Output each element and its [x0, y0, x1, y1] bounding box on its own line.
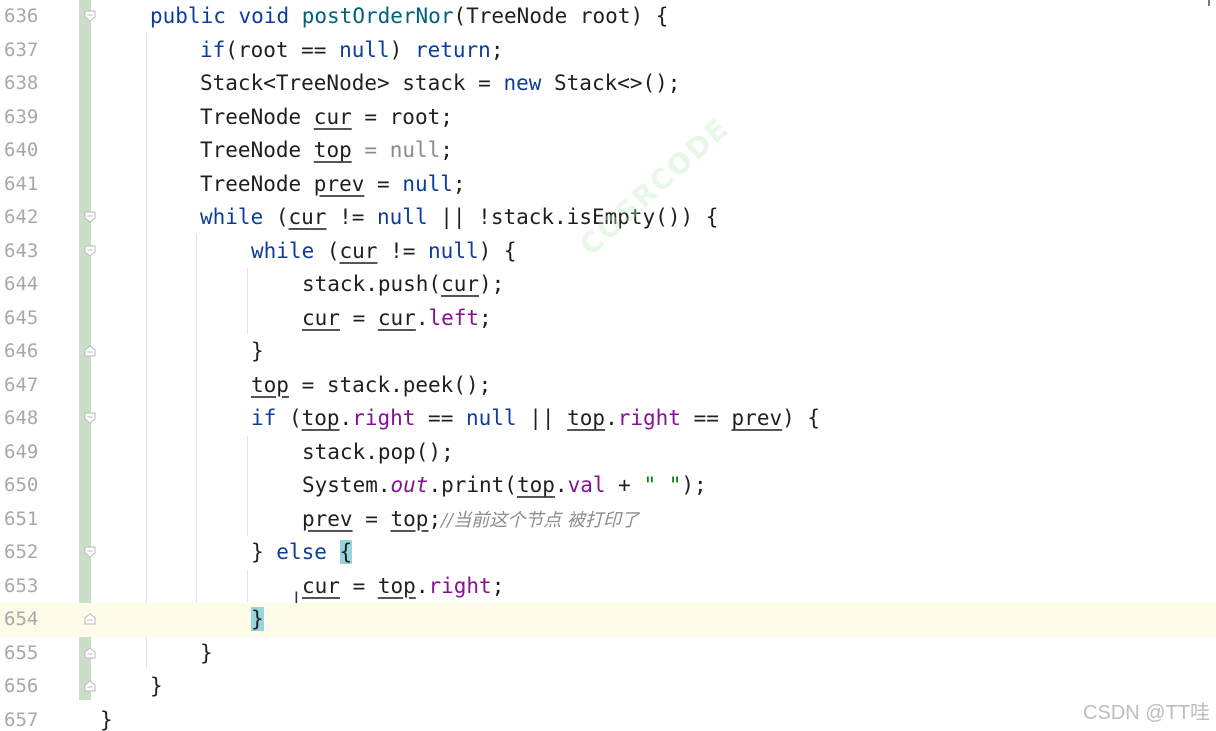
- code-text: prev = top;//当前这个节点 被打印了: [302, 506, 639, 531]
- indent-guide: [247, 570, 248, 602]
- current-code-line[interactable]: 654 }: [0, 603, 1216, 637]
- code-text: stack.pop();: [302, 439, 454, 464]
- code-text: }: [251, 603, 264, 637]
- code-text: cur = cur.left;: [302, 305, 492, 330]
- line-number: 641: [4, 172, 39, 195]
- indent-guide: [146, 33, 147, 669]
- line-number: 647: [4, 373, 39, 396]
- code-line[interactable]: 648 if (top.right == null || top.right =…: [0, 402, 1216, 436]
- indent-guide: [247, 436, 248, 536]
- code-line[interactable]: 653 cur = top.right;: [0, 570, 1216, 604]
- fold-collapse-icon[interactable]: [84, 412, 96, 424]
- line-number: 652: [4, 541, 39, 563]
- code-text: top = stack.peek();: [251, 372, 492, 397]
- line-number: 645: [4, 306, 39, 329]
- code-line[interactable]: 646 }: [0, 335, 1216, 369]
- line-number: 654: [4, 608, 39, 630]
- code-line[interactable]: 650 System.out.print(top.val + " ");: [0, 469, 1216, 503]
- indent-guide: [196, 234, 197, 634]
- code-text: TreeNode cur = root;: [200, 104, 453, 129]
- string-literal: " ": [643, 473, 682, 497]
- code-line[interactable]: 637 if(root == null) return;: [0, 34, 1216, 68]
- fold-collapse-icon[interactable]: [84, 211, 96, 223]
- code-text: Stack<TreeNode> stack = new Stack<>();: [200, 71, 681, 95]
- code-line[interactable]: 640 TreeNode top = null;: [0, 134, 1216, 168]
- line-number: 644: [4, 273, 39, 295]
- code-text: } else {: [251, 540, 353, 564]
- line-number: 646: [4, 340, 39, 362]
- line-number: 648: [4, 407, 39, 429]
- line-number: 649: [4, 440, 39, 463]
- fold-collapse-icon[interactable]: [84, 245, 96, 257]
- line-number: 642: [4, 206, 39, 228]
- code-comment: //当前这个节点 被打印了: [441, 509, 639, 531]
- csdn-watermark: CSDN @TT哇: [1083, 702, 1210, 724]
- code-line[interactable]: 649 stack.pop();: [0, 436, 1216, 470]
- code-text: while (cur != null) {: [251, 238, 517, 263]
- line-number: 655: [4, 641, 39, 664]
- fold-collapse-icon[interactable]: [84, 10, 96, 22]
- code-text: TreeNode prev = null;: [200, 171, 466, 196]
- code-line[interactable]: 636 public void postOrderNor(TreeNode ro…: [0, 0, 1216, 34]
- line-number: 637: [4, 38, 39, 61]
- fold-expand-icon[interactable]: [84, 646, 96, 659]
- line-number: 643: [4, 239, 39, 262]
- line-number: 650: [4, 474, 39, 496]
- indent-guide: [247, 268, 248, 334]
- line-number: 651: [4, 507, 39, 530]
- code-line[interactable]: 657 }: [0, 704, 1216, 731]
- fold-expand-icon[interactable]: [84, 345, 96, 357]
- code-line[interactable]: 639 TreeNode cur = root;: [0, 101, 1216, 135]
- code-line[interactable]: 645 cur = cur.left;: [0, 302, 1216, 336]
- fold-expand-icon[interactable]: [84, 680, 96, 692]
- line-number: 636: [4, 5, 39, 27]
- line-number: 657: [4, 708, 39, 731]
- matched-brace: }: [251, 607, 264, 631]
- line-number: 639: [4, 105, 39, 128]
- code-line[interactable]: 641 TreeNode prev = null;: [0, 168, 1216, 202]
- code-line[interactable]: 644 stack.push(cur);: [0, 268, 1216, 302]
- code-text: }: [251, 339, 264, 363]
- matched-brace: {: [339, 540, 353, 564]
- code-text: while (cur != null || !stack.isEmpty()) …: [200, 205, 719, 229]
- code-line[interactable]: 652 } else {: [0, 536, 1216, 570]
- fold-expand-icon[interactable]: [84, 613, 96, 625]
- code-line[interactable]: 642 while (cur != null || !stack.isEmpty…: [0, 201, 1216, 235]
- fold-collapse-icon[interactable]: [84, 546, 96, 558]
- code-text: cur = top.right;: [302, 573, 505, 598]
- line-number: 640: [4, 139, 39, 161]
- scrollbar-marker[interactable]: [1208, 0, 1216, 6]
- code-text: }: [100, 707, 113, 731]
- code-text: stack.push(cur);: [302, 272, 505, 296]
- code-text: public void postOrderNor(TreeNode root) …: [150, 4, 669, 28]
- code-text: TreeNode top = null;: [200, 138, 453, 162]
- code-line[interactable]: 656 }: [0, 670, 1216, 704]
- code-line[interactable]: 643 while (cur != null) {: [0, 235, 1216, 269]
- code-line[interactable]: 647 top = stack.peek();: [0, 369, 1216, 403]
- code-text: if (top.right == null || top.right == pr…: [251, 406, 821, 430]
- line-number: 638: [4, 72, 39, 94]
- code-text: }: [200, 640, 213, 665]
- code-line[interactable]: 651 prev = top;//当前这个节点 被打印了: [0, 503, 1216, 537]
- code-text: }: [150, 674, 163, 698]
- code-line[interactable]: 638 Stack<TreeNode> stack = new Stack<>(…: [0, 67, 1216, 101]
- line-number: 656: [4, 675, 39, 697]
- code-text: if(root == null) return;: [200, 37, 504, 62]
- code-line[interactable]: 655 }: [0, 637, 1216, 671]
- ibeam-cursor-icon: I: [294, 588, 299, 607]
- line-number: 653: [4, 574, 39, 597]
- code-text: System.out.print(top.val + " ");: [302, 473, 707, 497]
